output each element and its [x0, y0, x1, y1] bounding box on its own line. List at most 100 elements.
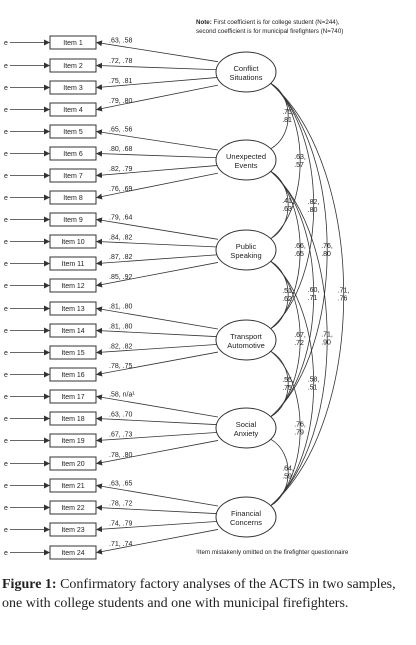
item-box	[49, 411, 97, 426]
error-term: e	[4, 483, 8, 490]
loading-arrow	[96, 150, 219, 159]
item-label: Item 14	[61, 328, 84, 335]
error-term: e	[4, 195, 8, 202]
error-term: e	[4, 173, 8, 180]
figure-caption: Figure 1: Confirmatory factory analyses …	[2, 575, 414, 613]
loading-arrow	[96, 129, 219, 151]
item-label: Item 4	[63, 107, 83, 114]
item-label: Item 7	[63, 173, 83, 180]
item-box	[49, 433, 97, 448]
item-box	[49, 58, 97, 73]
item-box	[49, 323, 97, 338]
item-label: Item 24	[61, 550, 84, 557]
error-term: e	[4, 438, 8, 445]
loading-arrow	[96, 238, 219, 248]
loading-arrow	[96, 394, 219, 418]
loading-arrow	[96, 343, 219, 356]
item-label: Item 17	[61, 394, 84, 401]
correlation-arc	[270, 260, 289, 330]
item-label: Item 15	[61, 350, 84, 357]
loading-arrow	[96, 306, 219, 330]
correlation-arc	[270, 350, 301, 507]
item-label: Item 21	[61, 483, 84, 490]
error-term: e	[4, 151, 8, 158]
correlation-label: .63,.57	[294, 154, 306, 169]
loading-label: .72, .78	[109, 58, 132, 65]
loading-label: .87, .82	[109, 254, 132, 261]
error-term: e	[4, 328, 8, 335]
item-label: Item 19	[61, 438, 84, 445]
loading-label: .63, .65	[109, 481, 132, 488]
error-term: e	[4, 550, 8, 557]
item-box	[49, 389, 97, 404]
error-term: e	[4, 63, 8, 70]
correlation-label: .67,.72	[294, 332, 306, 347]
loading-label: .74, .79	[109, 520, 132, 527]
error-term: e	[4, 306, 8, 313]
item-label: Item 10	[61, 239, 84, 246]
error-term: e	[4, 461, 8, 468]
loading-arrow	[96, 165, 219, 179]
item-box	[49, 522, 97, 537]
item-box	[49, 146, 97, 161]
correlation-label: .41,.63	[282, 198, 294, 213]
loading-label: .63, .70	[109, 411, 132, 418]
loading-label: .82, .79	[109, 166, 132, 173]
correlation-arc	[270, 350, 289, 418]
loading-arrow	[96, 77, 219, 91]
factor-ellipse	[215, 229, 277, 271]
item-label: Item 8	[63, 195, 83, 202]
item-box	[49, 456, 97, 471]
loading-label: .82, .82	[109, 343, 132, 350]
correlation-label: .71,.90	[321, 332, 333, 347]
item-box	[49, 500, 97, 515]
error-term: e	[4, 372, 8, 379]
correlation-arc	[270, 82, 315, 330]
error-term: e	[4, 416, 8, 423]
item-box	[49, 212, 97, 227]
loading-label: .79, .64	[109, 215, 132, 222]
item-box	[49, 190, 97, 205]
loading-label: .76, .69	[109, 186, 132, 193]
item-box	[49, 35, 97, 50]
caption-text: Confirmatory factory analyses of the ACT…	[2, 577, 396, 611]
error-term: e	[4, 394, 8, 401]
item-label: Item 2	[63, 63, 83, 70]
loading-label: .63, .58	[109, 37, 132, 44]
item-box	[49, 478, 97, 493]
correlation-label: .82,.80	[308, 199, 320, 214]
item-box	[49, 234, 97, 249]
error-term: e	[4, 40, 8, 47]
factor-ellipse	[215, 319, 277, 361]
correlation-label: .75,.81	[282, 109, 294, 124]
correlation-label: .51,.62	[282, 288, 294, 303]
error-term: e	[4, 283, 8, 290]
error-term: e	[4, 85, 8, 92]
item-label: Item 3	[63, 85, 83, 92]
caption-label: Figure 1:	[2, 577, 57, 592]
item-label: Item 22	[61, 505, 84, 512]
loading-arrow	[96, 327, 219, 338]
loading-arrow	[96, 62, 219, 71]
factor-correlations: .75,.81.63,.57.82,.80.76,.80.71,.76.41,.…	[270, 82, 349, 507]
loading-label: .84, .82	[109, 234, 132, 241]
item-box	[49, 256, 97, 271]
error-term: e	[4, 261, 8, 268]
loading-arrow	[96, 440, 219, 466]
note-prefix: Note:	[196, 19, 212, 26]
item-box	[49, 367, 97, 382]
correlation-label: .58,.51	[308, 377, 320, 392]
loading-label: .71, .74	[109, 541, 132, 548]
correlation-arc	[270, 438, 289, 507]
item-label: Item 9	[63, 217, 83, 224]
loading-label: .85, .92	[109, 274, 132, 281]
loading-arrow	[96, 262, 219, 288]
loading-label: .78, .72	[109, 500, 132, 507]
loading-label: .67, .73	[109, 431, 132, 438]
item-box	[49, 278, 97, 293]
loading-arrow	[96, 172, 219, 200]
